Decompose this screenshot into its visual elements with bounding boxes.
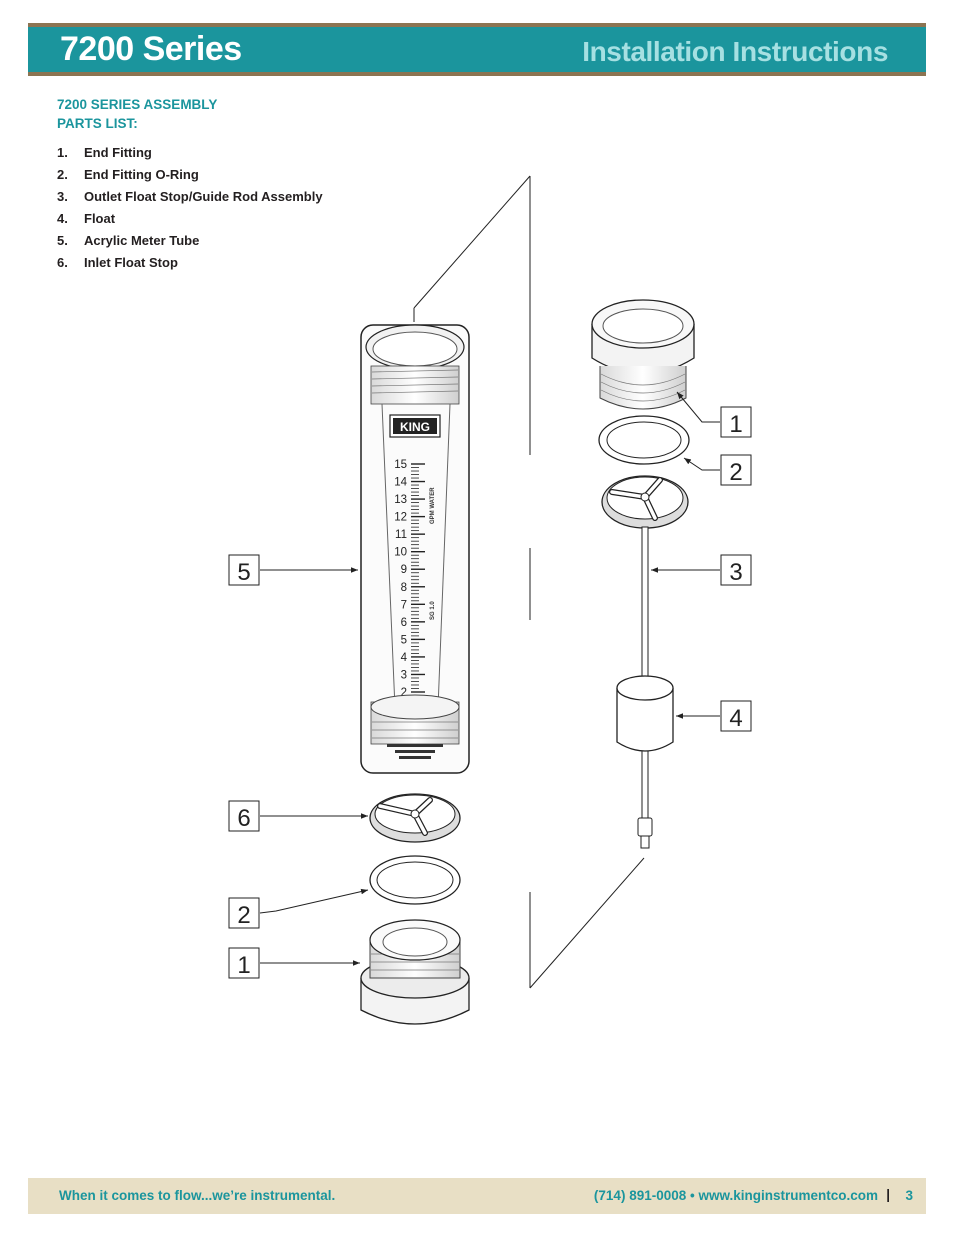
callout-2-right: 2 xyxy=(729,459,742,486)
list-item: 4.Float xyxy=(57,211,116,226)
parts-list-title: 7200 SERIES ASSEMBLY PARTS LIST: xyxy=(57,95,217,133)
scale-label: 9 xyxy=(401,564,407,576)
meter-tube: KING 15 14 13 12 11 10 9 8 7 6 5 4 3 2 GPM WATER SG 1… xyxy=(360,324,470,774)
list-item: 3.Outlet Float Stop/Guide Rod Assembly xyxy=(57,189,323,204)
outlet-end-fitting xyxy=(591,299,695,410)
page-number: 3 xyxy=(905,1188,913,1203)
list-item: 6.Inlet Float Stop xyxy=(57,255,178,270)
scale-label: 10 xyxy=(394,547,407,559)
callout-6: 6 xyxy=(237,805,250,832)
flow-scale: 15 14 13 12 11 10 9 8 7 6 5 4 3 2 xyxy=(394,459,425,699)
frame-lines xyxy=(413,175,645,989)
callout-1-left: 1 xyxy=(237,952,250,979)
footer-separator: | xyxy=(886,1187,890,1202)
scale-label: 3 xyxy=(401,669,407,681)
inlet-end-fitting xyxy=(360,919,470,1025)
scale-label: 6 xyxy=(401,617,407,629)
scale-label: 8 xyxy=(401,582,407,594)
page-subtitle: Installation Instructions xyxy=(582,36,888,67)
scale-label: 5 xyxy=(401,634,407,646)
footer-tagline: When it comes to flow...we’re instrument… xyxy=(59,1188,336,1203)
callout-5: 5 xyxy=(237,559,250,586)
scale-label: 4 xyxy=(401,652,408,664)
callout-1-right: 1 xyxy=(729,411,742,438)
header-rule-bottom xyxy=(28,72,926,76)
footer-contact: (714) 891-0008 • www.kinginstrumentco.co… xyxy=(593,1188,878,1203)
scale-label: 12 xyxy=(394,512,407,524)
callout-4: 4 xyxy=(729,705,742,732)
parts-list-title-line2: PARTS LIST: xyxy=(57,116,138,131)
callouts-right: 1 2 3 4 xyxy=(720,406,752,732)
parts-list-title-line1: 7200 SERIES ASSEMBLY xyxy=(57,97,218,112)
scale-label: 11 xyxy=(395,529,407,541)
inlet-o-ring xyxy=(369,855,461,905)
callout-3: 3 xyxy=(729,559,742,586)
float xyxy=(616,675,674,752)
parts-list: 1.End Fitting 2.End Fitting O-Ring 3.Out… xyxy=(57,145,323,277)
scale-label: 15 xyxy=(394,459,407,471)
logo-text: KING xyxy=(400,420,430,434)
scale-label: 7 xyxy=(401,599,407,611)
page-title: 7200 Series xyxy=(60,30,242,68)
guide-rod-assembly xyxy=(601,475,689,849)
list-item: 1.End Fitting xyxy=(57,145,152,160)
list-item: 5.Acrylic Meter Tube xyxy=(57,233,200,248)
inlet-float-stop xyxy=(369,793,461,843)
svg-text:GPM WATER: GPM WATER xyxy=(430,487,436,524)
scale-label: 13 xyxy=(394,494,407,506)
callout-2-left: 2 xyxy=(237,902,250,929)
scale-label: 2 xyxy=(401,687,407,699)
svg-text:SG 1.0: SG 1.0 xyxy=(430,601,436,620)
header-rule-top xyxy=(28,23,926,27)
footer-band: When it comes to flow...we’re instrument… xyxy=(28,1178,926,1214)
outlet-o-ring xyxy=(598,415,690,465)
callouts-left: 5 6 2 1 xyxy=(228,554,260,979)
header-band xyxy=(28,27,926,72)
scale-label: 14 xyxy=(394,477,407,489)
list-item: 2.End Fitting O-Ring xyxy=(57,167,199,182)
